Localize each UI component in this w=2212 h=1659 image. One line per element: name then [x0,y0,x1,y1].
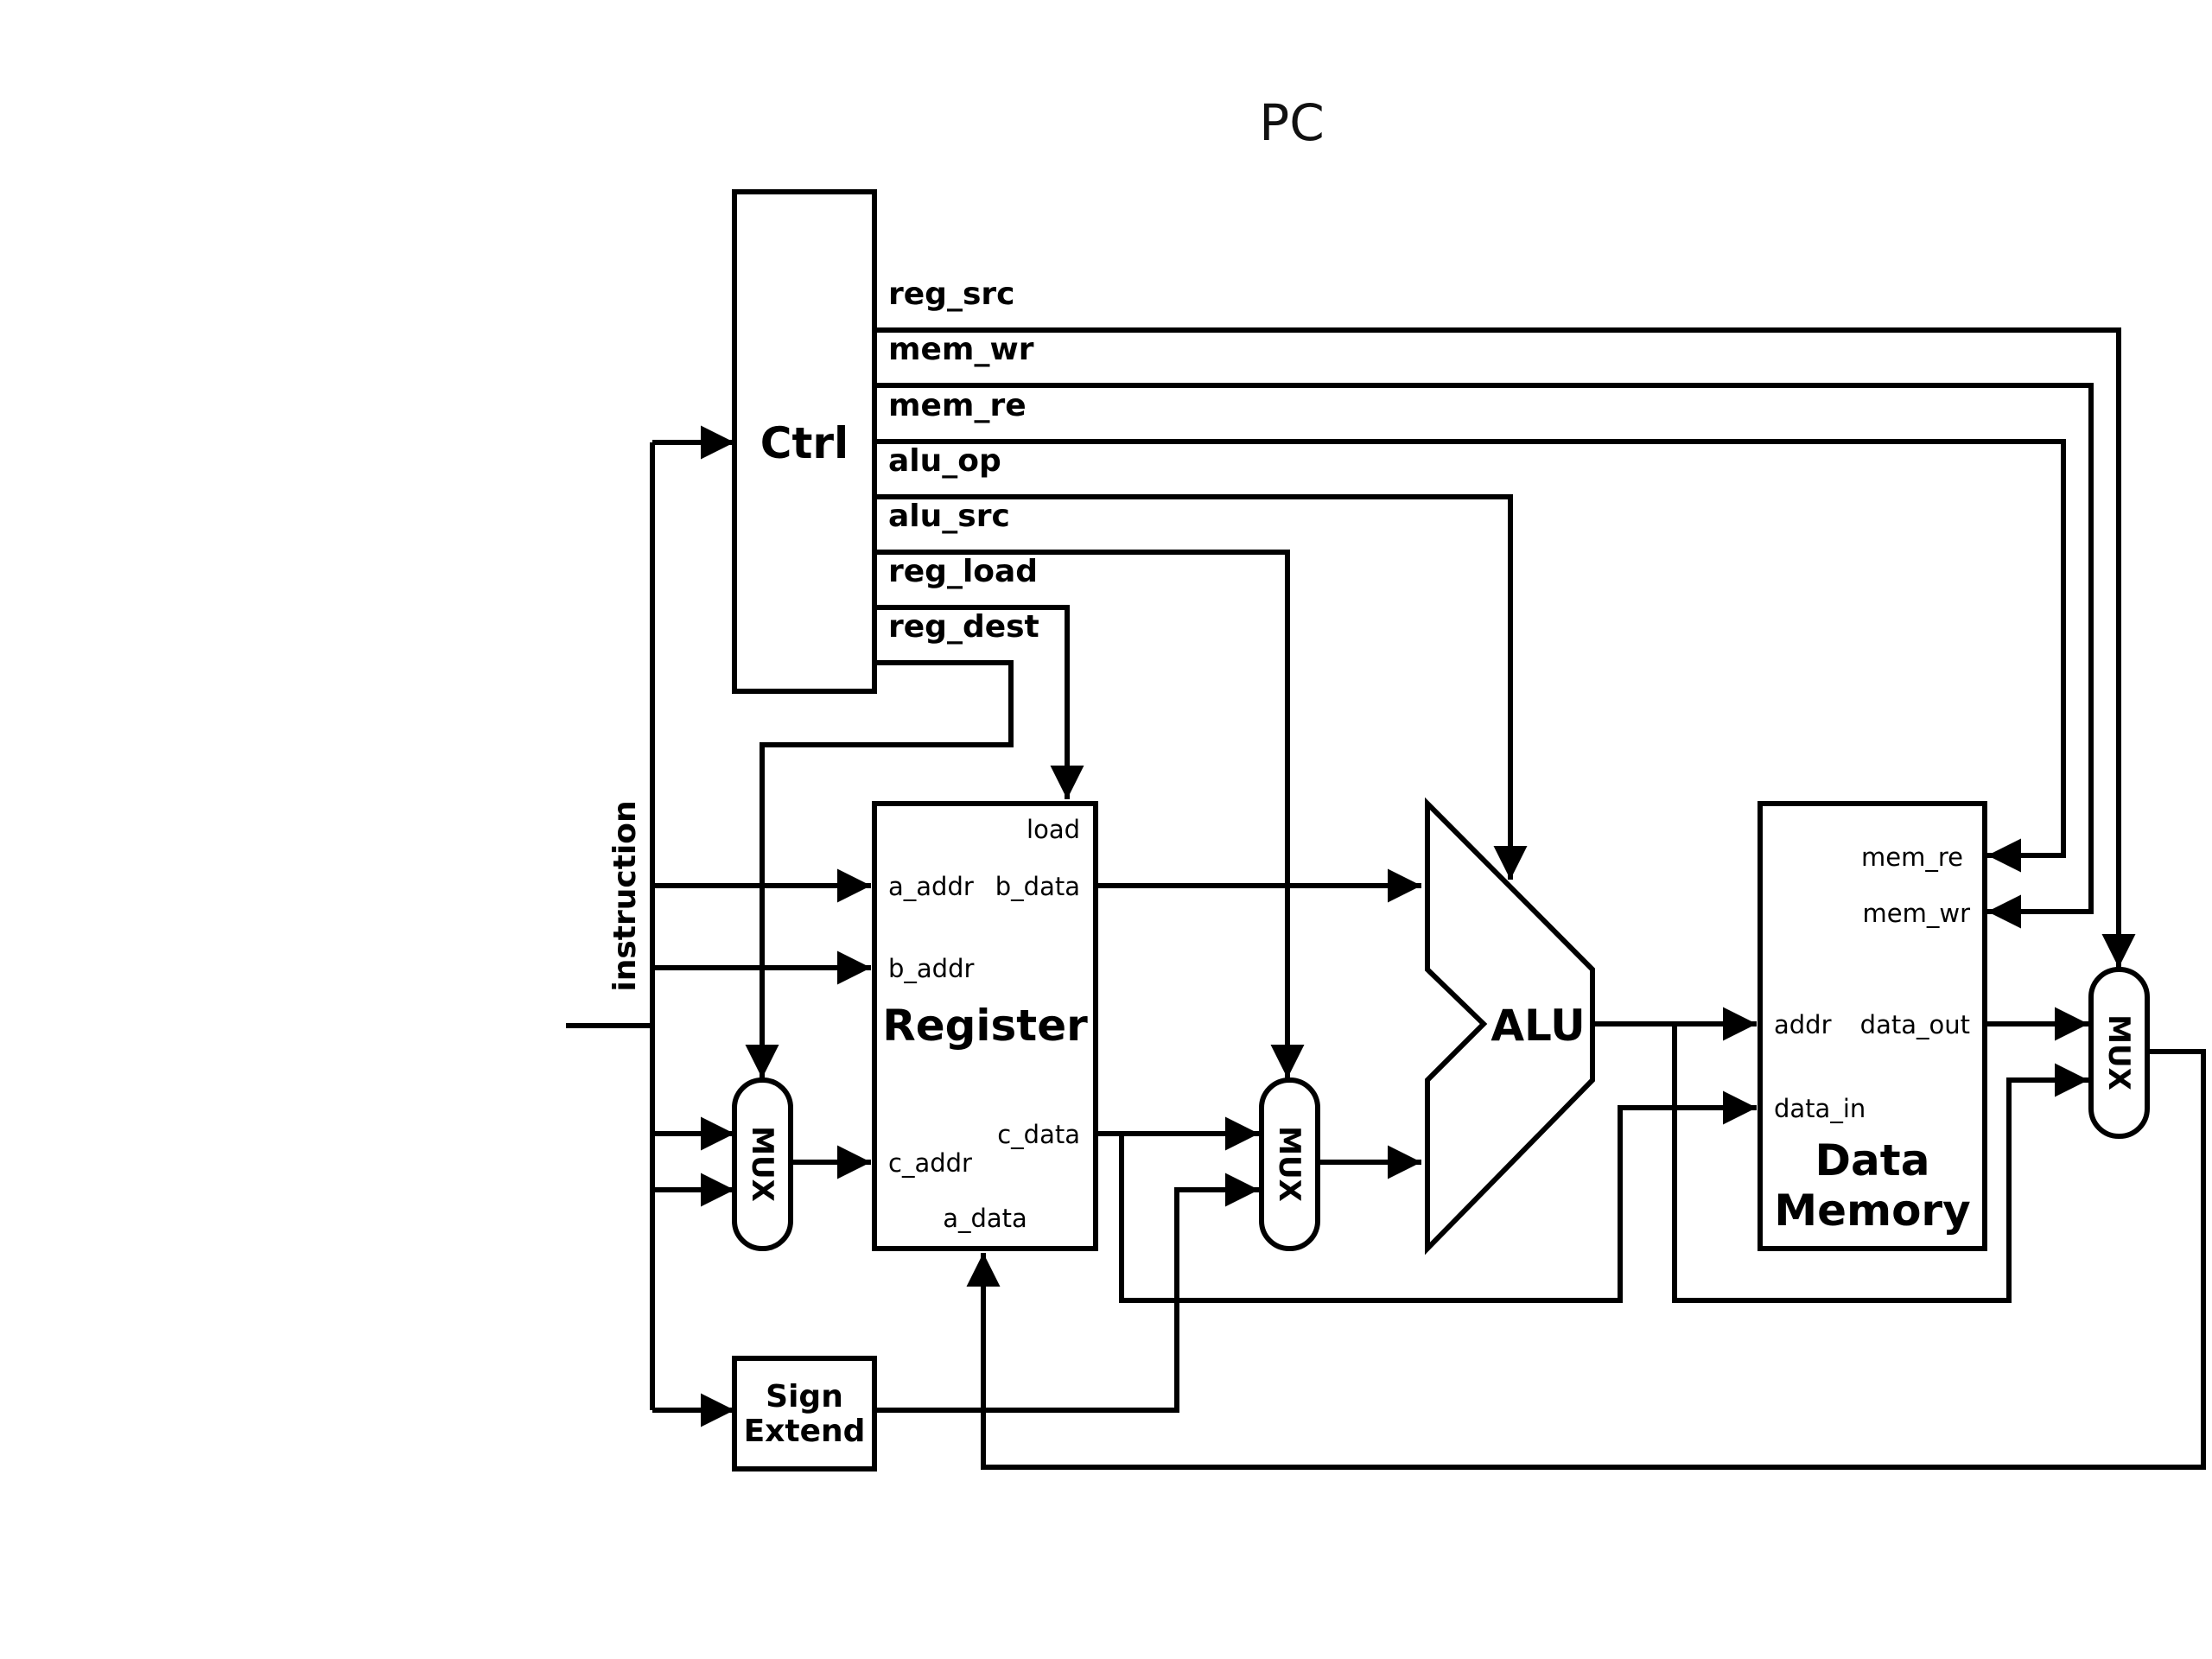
sign-extend-label-line1: Sign [766,1379,843,1414]
port-a-addr: a_addr [888,872,974,901]
signal-reg-src-label: reg_src [888,276,1014,312]
wire-reg-dest [745,660,1014,1078]
port-b-addr: b_addr [888,954,974,983]
signal-reg-dest-label: reg_dest [888,609,1039,645]
wire-c-data-data-in [1119,1090,1757,1303]
port-addr: addr [1774,1010,1832,1039]
sign-extend-block: Sign Extend [732,1356,877,1471]
signal-alu-src-label: alu_src [888,499,1010,534]
wire-reg-src [874,327,2136,968]
wire-mem-re [874,439,2066,873]
mux-label: MUX [1272,1126,1306,1202]
signal-alu-op-label: alu_op [888,443,1001,479]
port-c-addr: c_addr [888,1148,972,1178]
signal-mem-wr-label: mem_wr [888,332,1034,367]
register-block: Register load a_addr b_data b_addr c_dat… [872,801,1098,1251]
wire-writeback [966,1049,2206,1470]
alu-block: ALU [1425,797,1595,1255]
instruction-label: instruction [607,800,643,991]
wire-alu-op [874,494,1528,880]
mux-alu-src: MUX [1259,1077,1320,1251]
wire-mem-wr [874,383,2094,929]
mux-reg-src: MUX [2088,967,2150,1139]
wire-reg-load [874,605,1084,799]
data-memory-label-line2: Memory [1774,1185,1970,1236]
port-data-out: data_out [1860,1010,1970,1039]
ctrl-signal-labels: reg_src mem_wr mem_re alu_op alu_src reg… [888,276,1039,645]
data-memory-label-line1: Data [1815,1135,1930,1185]
register-label: Register [882,1001,1088,1051]
port-c-data: c_data [997,1120,1080,1149]
signal-mem-re-label: mem_re [888,388,1027,423]
port-load: load [1027,815,1080,844]
port-a-data: a_data [943,1204,1027,1233]
ctrl-label: Ctrl [760,418,849,468]
alu-label: ALU [1491,1001,1585,1051]
wire-alu-bypass [1672,1024,2088,1303]
port-data-in: data_in [1774,1094,1866,1123]
port-b-data: b_data [995,872,1080,901]
signal-reg-load-label: reg_load [888,554,1038,589]
port-mem-re: mem_re [1861,842,1963,872]
wire-alu-src [874,550,1305,1078]
port-mem-wr: mem_wr [1863,899,1971,928]
wires [566,327,2206,1470]
ctrl-block: Ctrl [732,189,877,694]
data-memory-block: mem_re mem_wr addr data_out data_in Data… [1758,801,1987,1251]
page-title: PC [1259,93,1325,152]
mux-label: MUX [745,1126,779,1202]
wire-signext-mux2 [874,1173,1259,1413]
mux-label: MUX [2101,1014,2136,1090]
mux-reg-dest: MUX [732,1077,793,1251]
sign-extend-label-line2: Extend [744,1414,866,1449]
